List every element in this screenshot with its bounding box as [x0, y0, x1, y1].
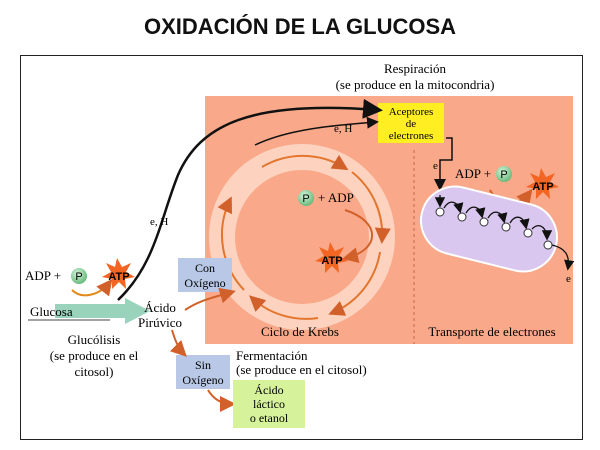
respiration-label: Respiración [384, 61, 447, 76]
page-title: OXIDACIÓN DE LA GLUCOSA [143, 14, 457, 39]
eh-left-label: e, H [150, 216, 168, 228]
glycolysis-line3: citosol) [75, 364, 114, 379]
diagram-frame [20, 55, 583, 440]
krebs-plus-adp: + ADP [318, 190, 354, 205]
acceptors-line2: de [406, 118, 417, 130]
krebs-atp-arrow [342, 209, 373, 264]
eh-top-label: e, H [334, 123, 352, 135]
krebs-atp-label: ATP [321, 255, 342, 267]
acceptors-box [378, 103, 444, 143]
krebs-atp-star [315, 242, 348, 273]
transport-e-out: e [566, 273, 571, 285]
sin-oxigeno-line1: Sin [195, 358, 211, 372]
glycolysis-line2: (se produce en el [50, 348, 139, 363]
con-oxigeno-line2: Oxígeno [184, 276, 225, 290]
krebs-label: Ciclo de Krebs [261, 324, 339, 339]
krebs-electron-arrow [254, 116, 379, 146]
glycolysis-atp-arrow [71, 278, 113, 297]
sin-oxigeno-arrow [169, 329, 187, 357]
glucose-label: Glucosa [30, 304, 73, 319]
con-oxigeno-line1: Con [195, 261, 215, 275]
electron-chain [435, 207, 553, 250]
lactic-line1: Ácido [254, 383, 283, 397]
con-oxigeno-box [178, 258, 232, 292]
acceptors-line1: Aceptores [389, 106, 434, 118]
lactic-line3: o etanol [250, 411, 289, 425]
lactic-line2: láctico [253, 397, 285, 411]
glycolysis-line1: Glucólisis [68, 332, 121, 347]
fermentation-line1: Fermentación [236, 348, 308, 363]
lactic-box [233, 380, 305, 428]
pyruvic-line2: Pirúvico [138, 315, 182, 330]
glycolysis-p-icon [71, 268, 87, 284]
con-oxigeno-arrow [184, 287, 236, 311]
transport-atp-star [526, 168, 559, 199]
krebs-p-icon [298, 190, 314, 206]
glycolysis-adp: ADP + [25, 268, 61, 283]
transport-label: Transporte de electrones [428, 324, 555, 339]
electron-path-arrow [117, 98, 383, 301]
transport-atp-label: ATP [532, 181, 553, 193]
respiration-sub: (se produce en la mitocondria) [336, 77, 495, 92]
sin-oxigeno-box [176, 355, 230, 389]
pyruvic-line1: Ácido [144, 300, 176, 315]
transport-adp: ADP + [455, 166, 491, 181]
electron-chain-arrows [434, 195, 575, 271]
glycolysis-arrow [55, 298, 150, 324]
glycolysis-atp-label: ATP [108, 271, 129, 283]
acceptor-to-chain-arrow [434, 137, 453, 191]
transport-p-icon [496, 166, 512, 182]
transport-p-label: P [500, 169, 507, 181]
glycolysis-p-label: P [75, 271, 82, 283]
transport-e-in: e [433, 160, 438, 172]
sin-oxigeno-line2: Oxígeno [182, 373, 223, 387]
acceptors-line3: electrones [389, 130, 434, 142]
krebs-cycle-arrows [217, 154, 391, 320]
fermentation-line2: (se produce en el citosol) [236, 362, 367, 377]
fermentation-arrow [207, 389, 236, 412]
glycolysis-atp-star [102, 258, 135, 289]
krebs-p-label: P [302, 193, 309, 205]
